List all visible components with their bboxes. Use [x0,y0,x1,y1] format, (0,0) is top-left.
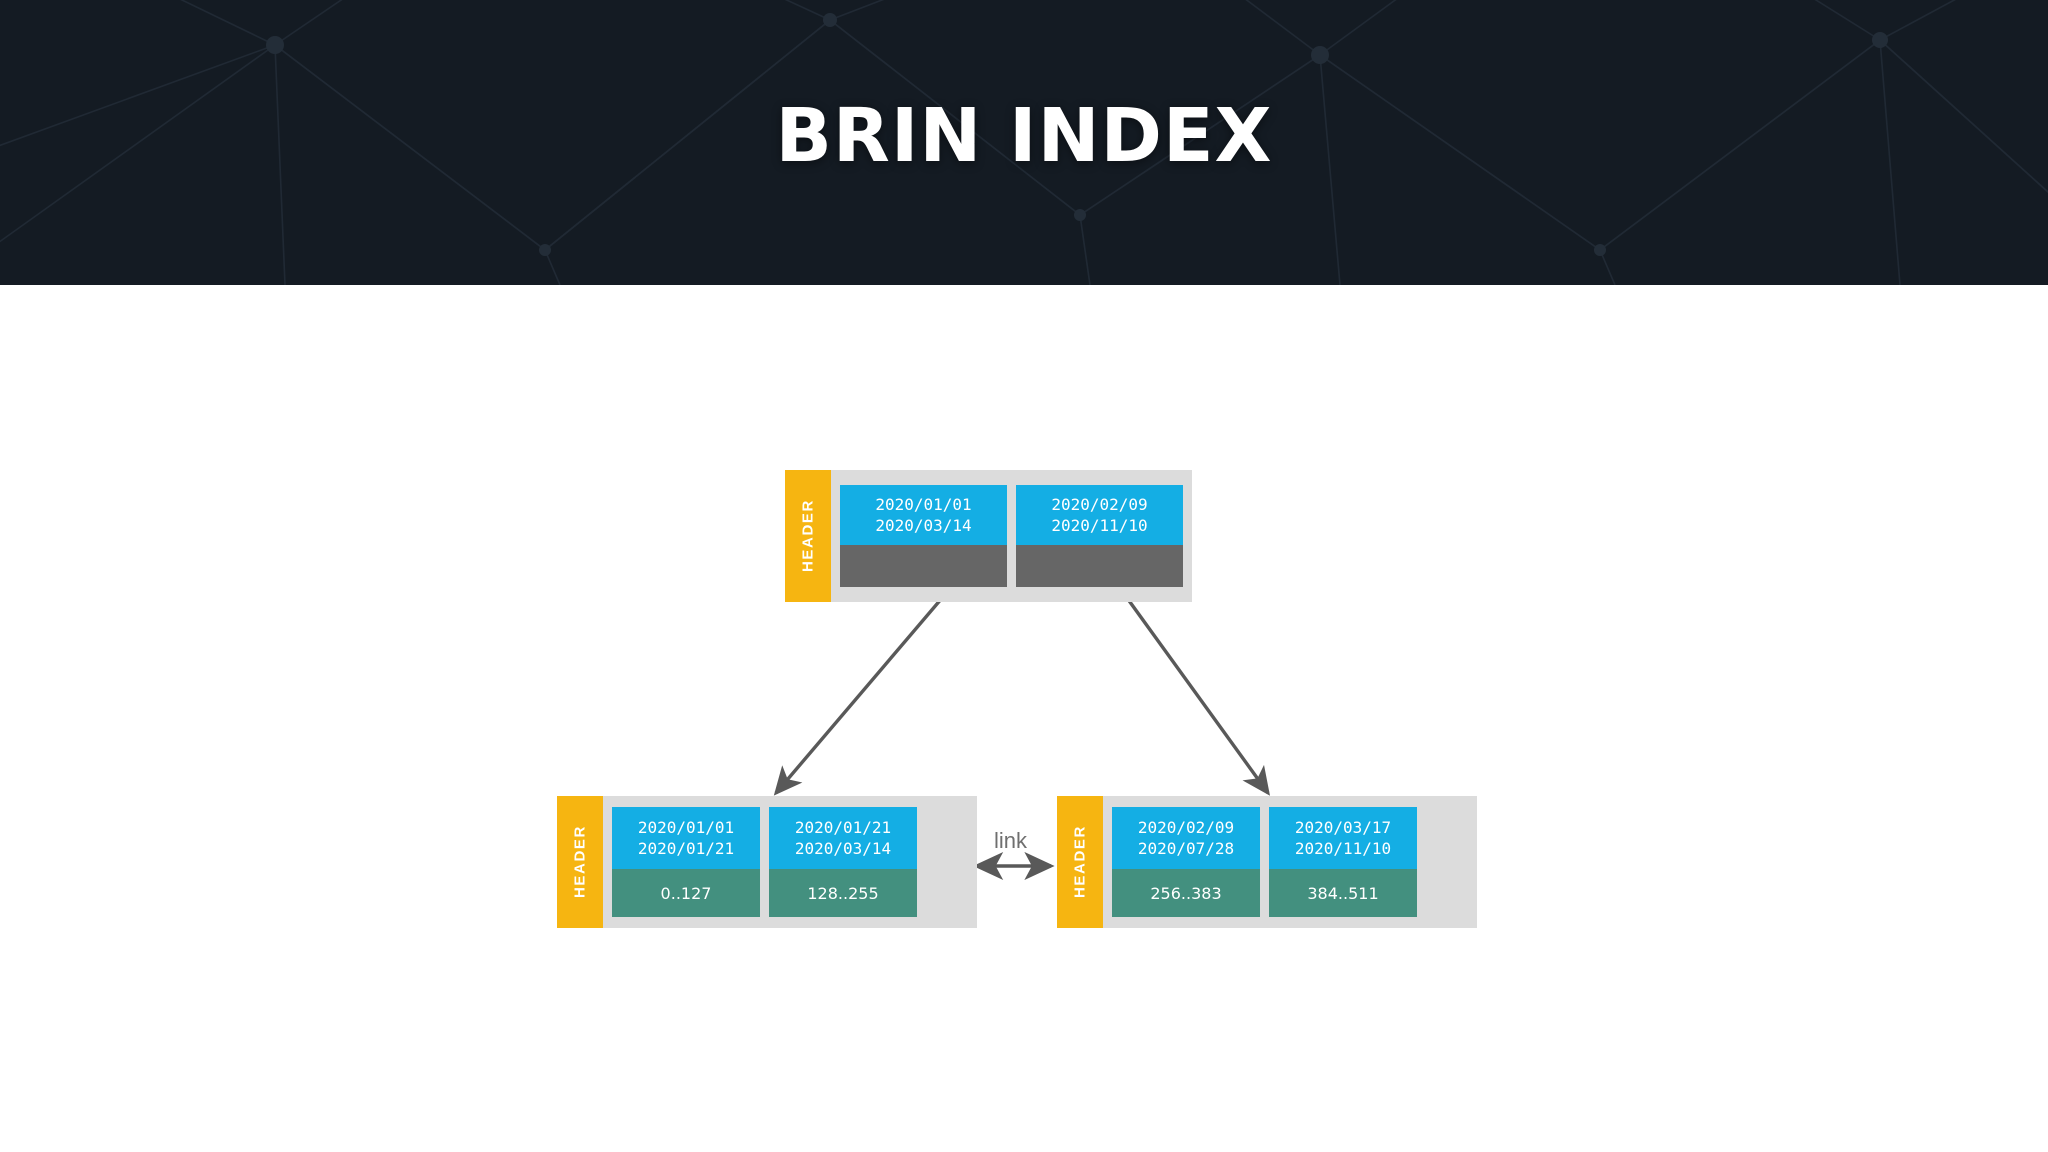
cell-block-range: 128..255 [769,869,917,917]
range-start: 2020/01/01 [875,494,972,514]
node-header-bar-left-leaf: HEADER [557,796,603,928]
node-body-right-leaf: 2020/02/09 2020/07/28 256..383 2020/03/1… [1103,796,1477,928]
range-end: 2020/07/28 [1137,839,1235,858]
brin-node-root[interactable]: HEADER 2020/01/01 2020/03/14 2020/02/09 … [785,470,1192,602]
range-end: 2020/03/14 [875,516,972,535]
cell-block-range: 384..511 [1269,869,1417,917]
brin-cell[interactable]: 2020/01/21 2020/03/14 128..255 [769,807,917,917]
brin-cell[interactable]: 2020/02/09 2020/07/28 256..383 [1112,807,1260,917]
cell-range-values: 2020/01/21 2020/03/14 [769,807,917,869]
brin-cell[interactable]: 2020/02/09 2020/11/10 [1016,485,1183,587]
edge-root-to-right-leaf [1120,590,1270,796]
cell-range-values: 2020/01/01 2020/03/14 [840,485,1007,545]
node-header-bar-right-leaf: HEADER [1057,796,1103,928]
node-header-label: HEADER [571,825,589,899]
edge-root-to-left-leaf [773,589,950,796]
cell-range-values: 2020/02/09 2020/11/10 [1016,485,1183,545]
brin-cell[interactable]: 2020/01/01 2020/01/21 0..127 [612,807,760,917]
range-end: 2020/11/10 [1294,839,1392,858]
brin-cell-empty-slot [926,807,968,917]
cell-block-range: 0..127 [612,869,760,917]
brin-cell[interactable]: 2020/01/01 2020/03/14 [840,485,1007,587]
cell-block-range: 256..383 [1112,869,1260,917]
range-end: 2020/03/14 [794,839,892,858]
cell-range-values: 2020/03/17 2020/11/10 [1269,807,1417,869]
range-start: 2020/02/09 [1051,494,1148,514]
range-end: 2020/01/21 [637,839,735,858]
node-body-root: 2020/01/01 2020/03/14 2020/02/09 2020/11… [831,470,1192,602]
title-banner: BRIN INDEX [0,0,2048,285]
node-header-label: HEADER [799,499,817,573]
cell-range-values: 2020/02/09 2020/07/28 [1112,807,1260,869]
range-start: 2020/02/09 [1137,817,1235,837]
link-label: link [994,828,1028,853]
brin-cell-empty-slot [1426,807,1468,917]
range-start: 2020/01/21 [794,817,892,837]
cell-range-values: 2020/01/01 2020/01/21 [612,807,760,869]
range-start: 2020/03/17 [1294,817,1392,837]
node-body-left-leaf: 2020/01/01 2020/01/21 0..127 2020/01/21 … [603,796,977,928]
brin-cell[interactable]: 2020/03/17 2020/11/10 384..511 [1269,807,1417,917]
range-end: 2020/11/10 [1051,516,1148,535]
cell-pointer-block [840,545,1007,587]
node-header-label: HEADER [1071,825,1089,899]
page-title: BRIN INDEX [775,92,1273,179]
range-start: 2020/01/01 [637,817,735,837]
cell-pointer-block [1016,545,1183,587]
brin-node-left-leaf[interactable]: HEADER 2020/01/01 2020/01/21 0..127 2020… [557,796,977,928]
node-header-bar-root: HEADER [785,470,831,602]
brin-node-right-leaf[interactable]: HEADER 2020/02/09 2020/07/28 256..383 20… [1057,796,1477,928]
network-pattern-icon [0,0,2048,285]
